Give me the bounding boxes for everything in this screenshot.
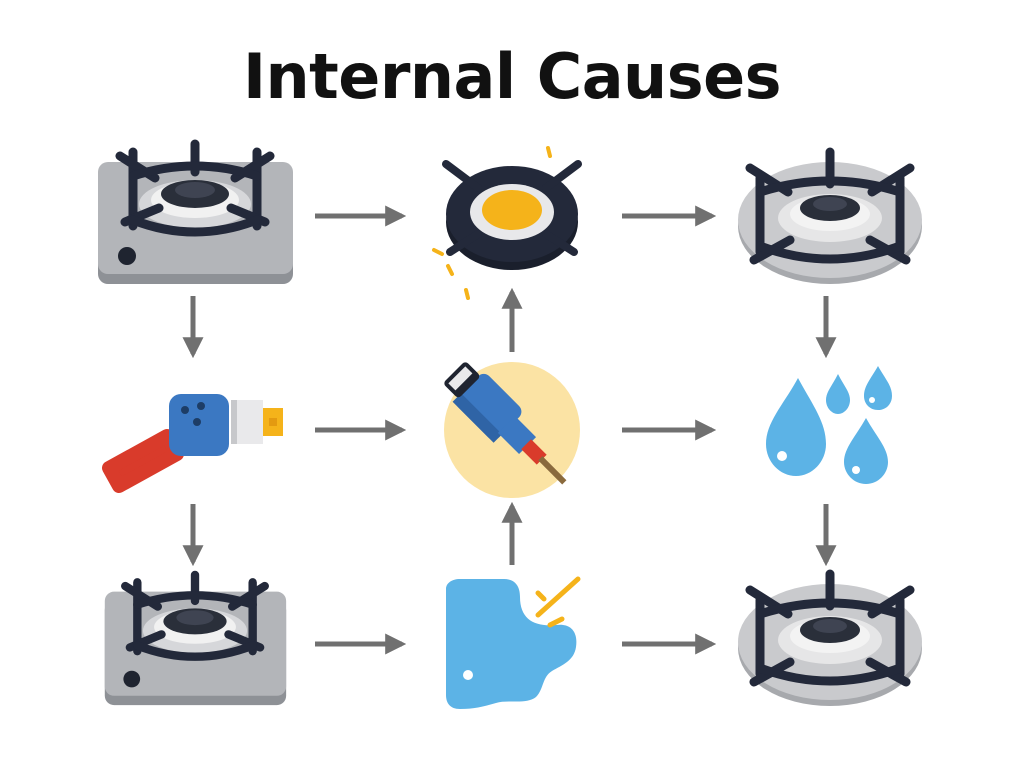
round-gas-stove-icon bbox=[738, 152, 922, 284]
round-gas-stove-icon bbox=[738, 574, 922, 706]
diagram-arrows bbox=[182, 205, 837, 655]
water-drops-icon bbox=[766, 366, 892, 484]
water-spill-icon bbox=[446, 576, 581, 709]
page-title: Internal Causes bbox=[242, 40, 782, 113]
burner-flame-icon bbox=[432, 146, 582, 300]
square-gas-stove-icon bbox=[98, 144, 293, 284]
gas-igniter-icon bbox=[102, 394, 283, 493]
gas-nozzle-icon bbox=[444, 362, 580, 498]
square-gas-stove-icon bbox=[105, 575, 286, 705]
